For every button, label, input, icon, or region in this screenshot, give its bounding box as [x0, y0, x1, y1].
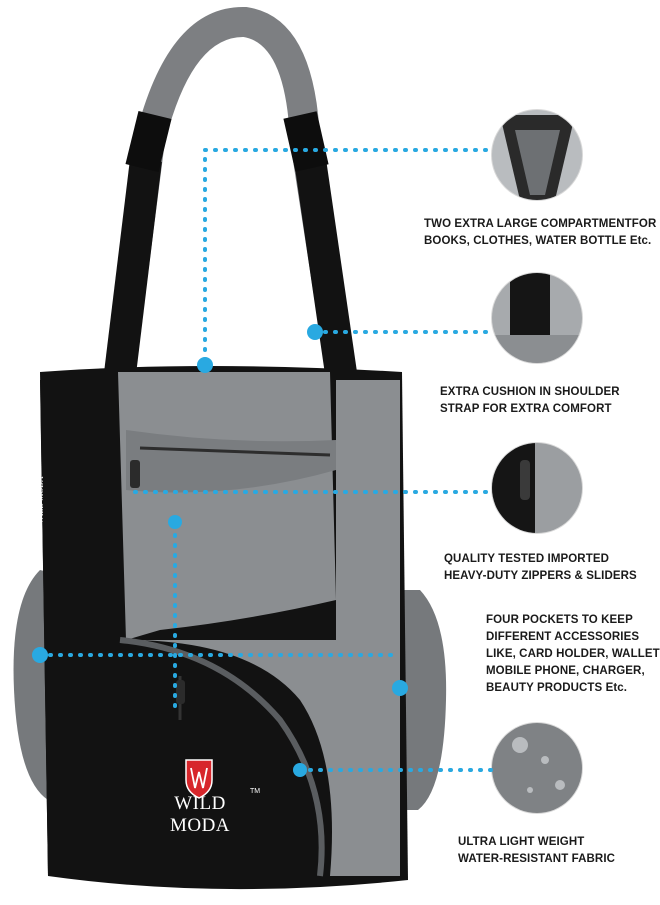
feature-caption-pockets: FOUR POCKETS TO KEEP DIFFERENT ACCESSORI…: [486, 614, 660, 694]
feature-caption-cushion: EXTRA CUSHION IN SHOULDER STRAP FOR EXTR…: [440, 386, 620, 415]
brand-name: WILD MODA: [169, 793, 231, 836]
feature-caption-fabric: ULTRA LIGHT WEIGHT WATER-RESISTANT FABRI…: [458, 836, 616, 865]
feature-caption-compartments: TWO EXTRA LARGE COMPARTMENTFOR BOOKS, CL…: [424, 218, 657, 247]
shoulder-straps: [102, 7, 358, 405]
brand-logo: [185, 759, 213, 799]
feature-thumbnail-zippers: [491, 442, 583, 534]
callout-lines: [38, 148, 494, 772]
side-brand-label: WILD MODA: [36, 476, 45, 524]
bag-body: [40, 366, 408, 890]
callout-dots: [32, 324, 408, 777]
feature-caption-zippers: QUALITY TESTED IMPORTED HEAVY-DUTY ZIPPE…: [444, 553, 637, 582]
feature-thumbnail-compartments: [491, 109, 583, 201]
trademark-mark: TM: [250, 788, 261, 795]
feature-thumbnail-fabric: [491, 722, 583, 814]
feature-thumbnail-cushion: [491, 272, 583, 364]
